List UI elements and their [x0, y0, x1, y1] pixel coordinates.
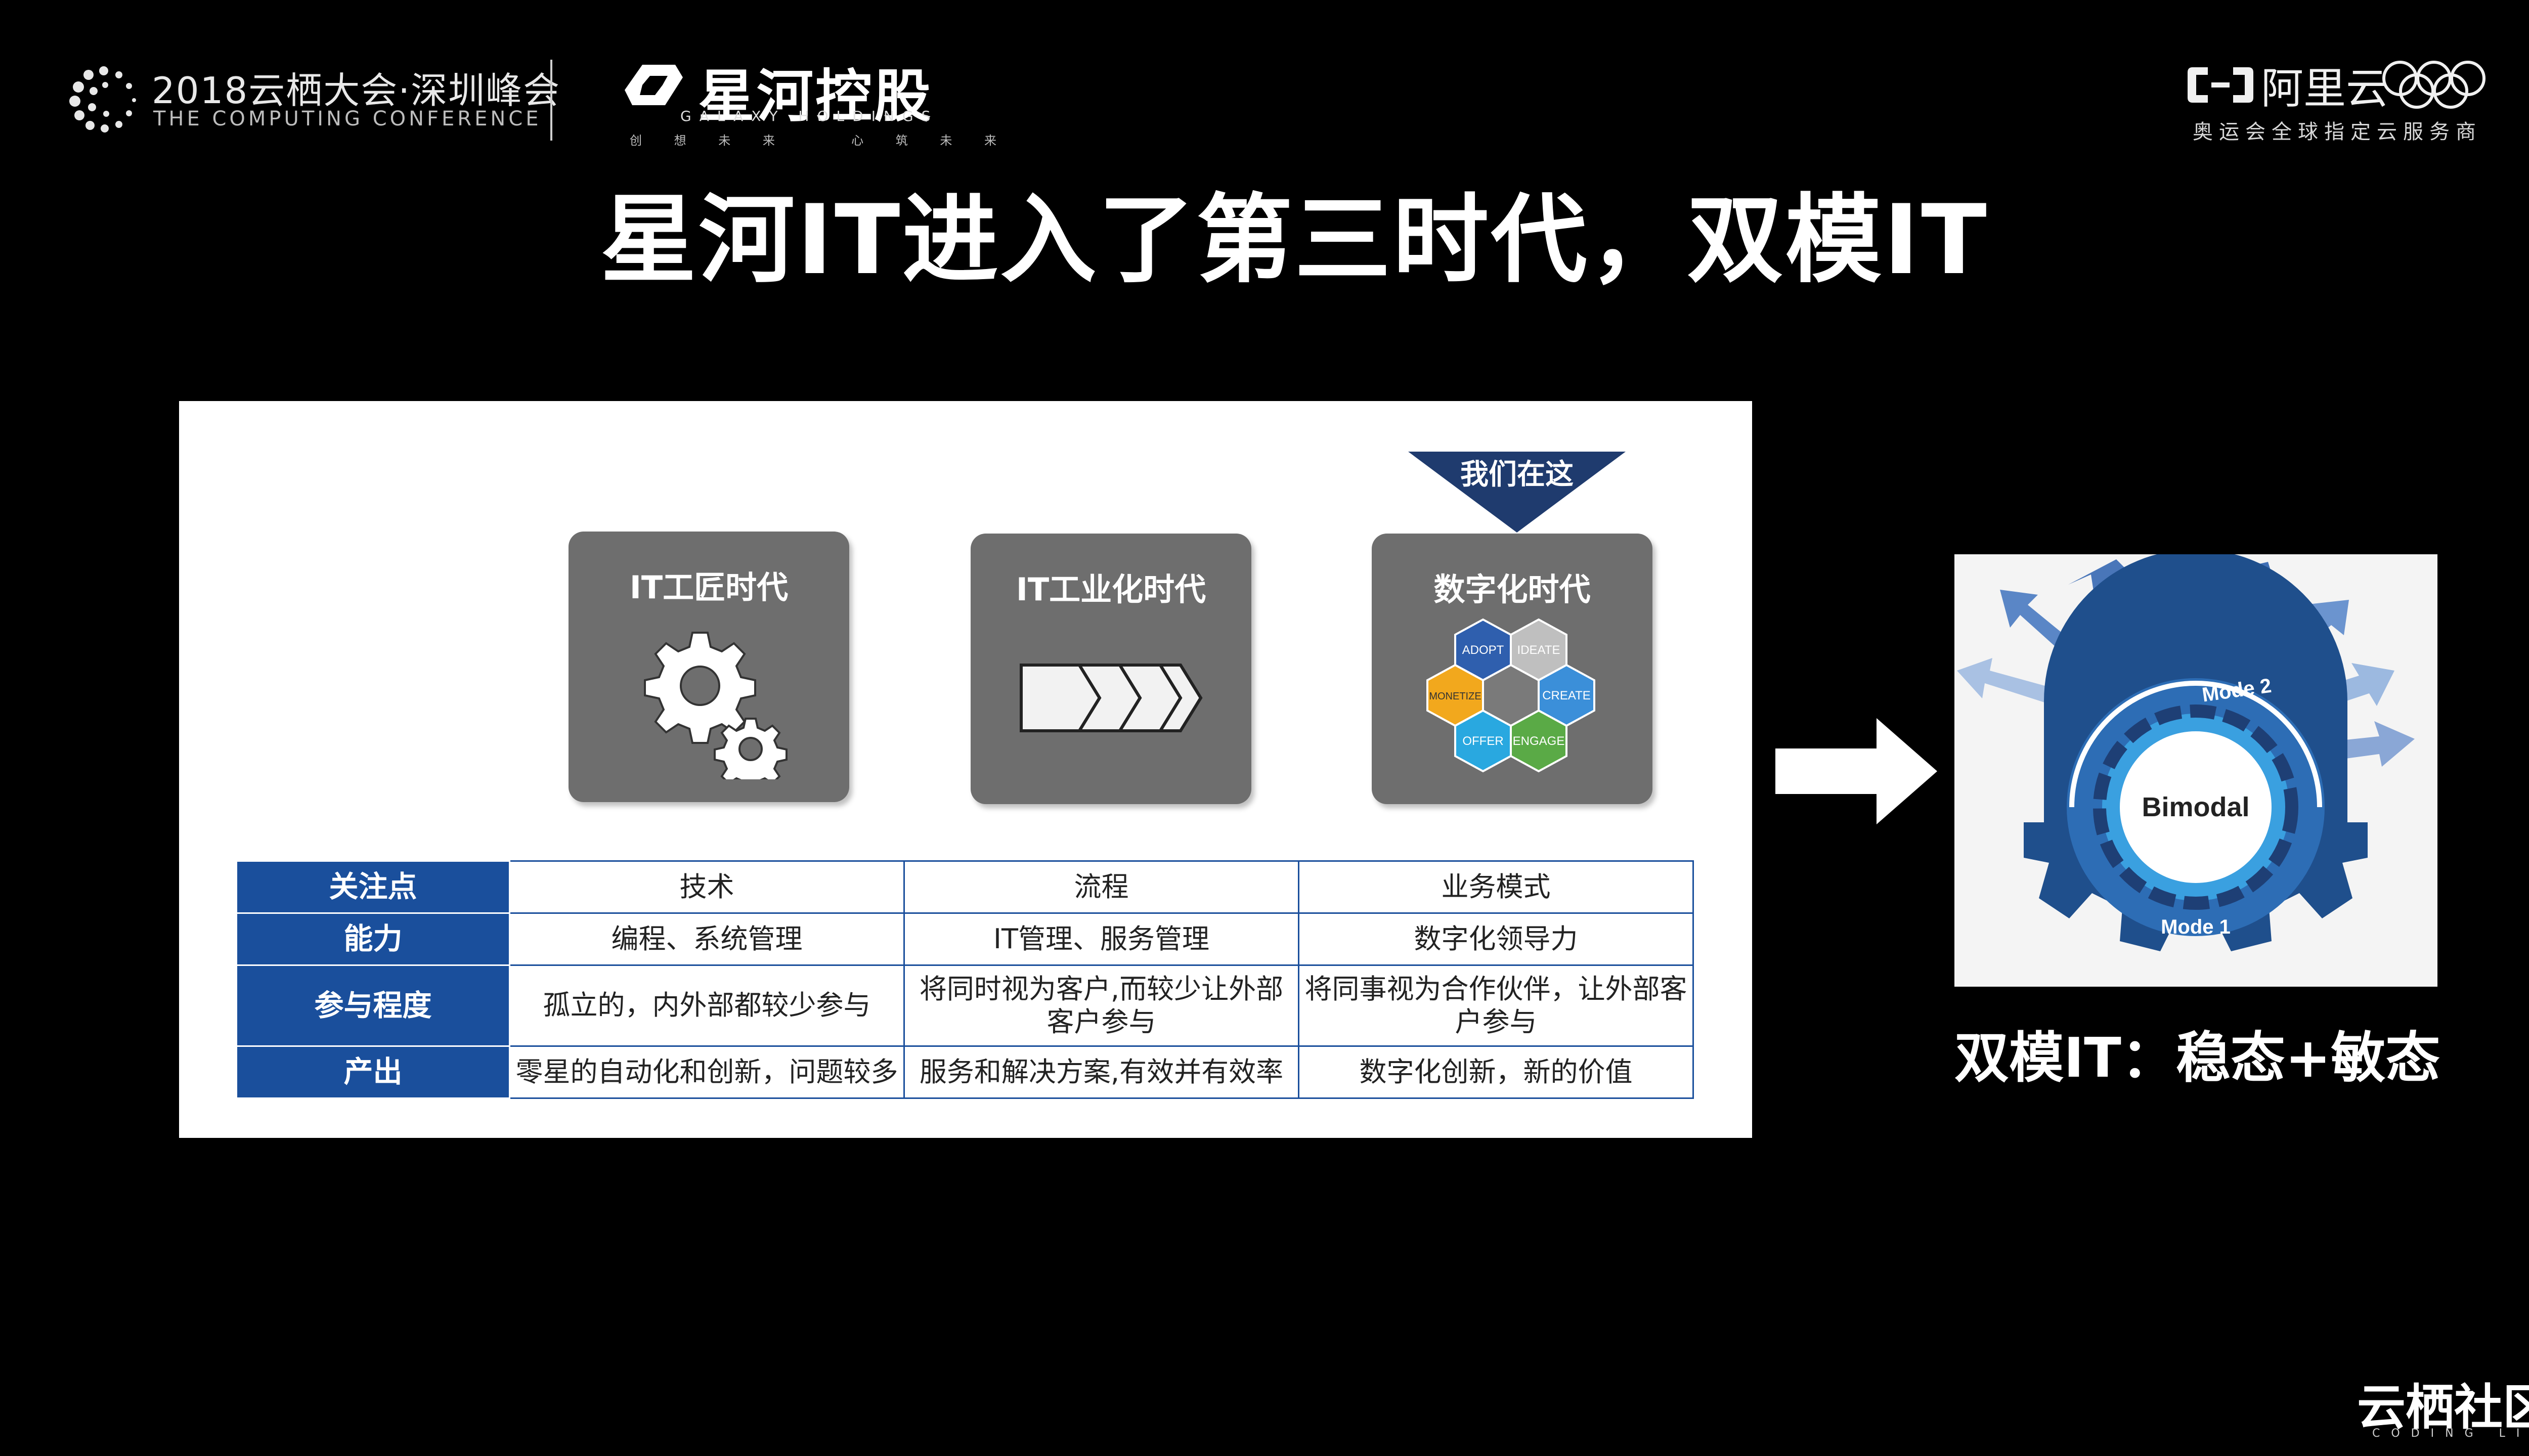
- table-row: 参与程度 孤立的，内外部都较少参与 将同时视为客户,而较少让外部客户参与 将同事…: [236, 964, 1694, 1047]
- pointer-label: 我们在这: [1460, 458, 1574, 491]
- table-cell: 编程、系统管理: [509, 912, 905, 966]
- puzzle-label-engage: ENGAGE: [1513, 734, 1565, 748]
- header-divider: [550, 60, 552, 141]
- table-row: 能力 编程、系统管理 IT管理、服务管理 数字化领导力: [236, 912, 1694, 966]
- conference-logo-icon: [69, 66, 136, 133]
- chevrons-icon: [1020, 664, 1203, 732]
- era-card-craftsman: IT工匠时代: [569, 532, 849, 802]
- brand-tagline: 奥运会全球指定云服务商: [2193, 120, 2482, 144]
- era-card-digital: 数字化时代 ADOPT IDEATE MONETIZE CREATE OFFER…: [1372, 534, 1652, 804]
- row-header: 能力: [236, 912, 510, 966]
- table-cell: 孤立的，内外部都较少参与: [509, 964, 905, 1047]
- table-cell: 服务和解决方案,有效并有效率: [903, 1045, 1299, 1099]
- mode1-label: Mode 1: [2161, 916, 2231, 938]
- aliyun-logo-icon: [2188, 67, 2253, 103]
- bimodal-caption: 双模IT：稳态+敏态: [1954, 1027, 2440, 1090]
- row-header: 参与程度: [236, 964, 510, 1047]
- table-cell: 业务模式: [1298, 860, 1694, 914]
- eras-panel: 我们在这 IT工匠时代 IT工业化时代 数字化时代: [179, 401, 1752, 1138]
- row-header: 关注点: [236, 860, 510, 914]
- sponsor-name: 星河控股: [698, 64, 933, 129]
- puzzle-label-monetize: MONETIZE: [1429, 691, 1481, 702]
- bimodal-diagram: Bimodal Mode 2 Mode 1: [1954, 549, 2437, 987]
- era-card-title: IT工业化时代: [1016, 571, 1206, 608]
- bimodal-gear-icon: Bimodal Mode 2 Mode 1: [1957, 549, 2415, 951]
- gears-icon: [644, 632, 788, 779]
- era-card-title: IT工匠时代: [629, 569, 789, 606]
- table-row: 产出 零星的自动化和创新，问题较多 服务和解决方案,有效并有效率 数字化创新，新…: [236, 1045, 1694, 1099]
- puzzle-label-ideate: IDEATE: [1517, 643, 1560, 657]
- conference-title: 2018云栖大会·深圳峰会: [152, 69, 561, 112]
- right-arrow-icon: [1775, 718, 1937, 824]
- puzzle-hexagon-icon: ADOPT IDEATE MONETIZE CREATE OFFER ENGAG…: [1426, 618, 1595, 773]
- pointer-banner-icon: [1408, 452, 1626, 533]
- puzzle-label-adopt: ADOPT: [1462, 643, 1504, 657]
- community-tagline: CODING LIFE: [2372, 1427, 2529, 1440]
- row-header: 产出: [236, 1045, 510, 1099]
- puzzle-label-create: CREATE: [1542, 689, 1591, 702]
- community-name: 云栖社区: [2357, 1379, 2529, 1436]
- sponsor-slogan: 创 想 未 来 心 筑 未 来: [630, 134, 1011, 148]
- table-cell: 将同事视为合作伙伴，让外部客户参与: [1298, 964, 1694, 1047]
- table-cell: 将同时视为客户,而较少让外部客户参与: [903, 964, 1299, 1047]
- table-cell: 数字化领导力: [1298, 912, 1694, 966]
- galaxy-logo-icon: [625, 65, 683, 105]
- slide-title: 星河IT进入了第三时代，双模IT: [600, 184, 1989, 296]
- olympic-rings-icon: [2382, 61, 2486, 109]
- era-card-title: 数字化时代: [1433, 571, 1591, 608]
- puzzle-label-offer: OFFER: [1462, 734, 1503, 748]
- sponsor-en-name: GALAXY HOLDINGS: [680, 108, 939, 124]
- table-cell: 技术: [509, 860, 905, 914]
- table-cell: IT管理、服务管理: [903, 912, 1299, 966]
- era-card-industrial: IT工业化时代: [971, 534, 1251, 804]
- bimodal-center-label: Bimodal: [2142, 792, 2249, 822]
- conference-subtitle: THE COMPUTING CONFERENCE: [153, 107, 542, 130]
- table-cell: 零星的自动化和创新，问题较多: [509, 1045, 905, 1099]
- table-row: 关注点 技术 流程 业务模式: [236, 860, 1694, 914]
- comparison-table: 关注点 技术 流程 业务模式 能力 编程、系统管理 IT管理、服务管理 数字化领…: [236, 860, 1694, 1099]
- table-cell: 数字化创新，新的价值: [1298, 1045, 1694, 1099]
- brand-name: 阿里云: [2261, 64, 2389, 113]
- table-cell: 流程: [903, 860, 1299, 914]
